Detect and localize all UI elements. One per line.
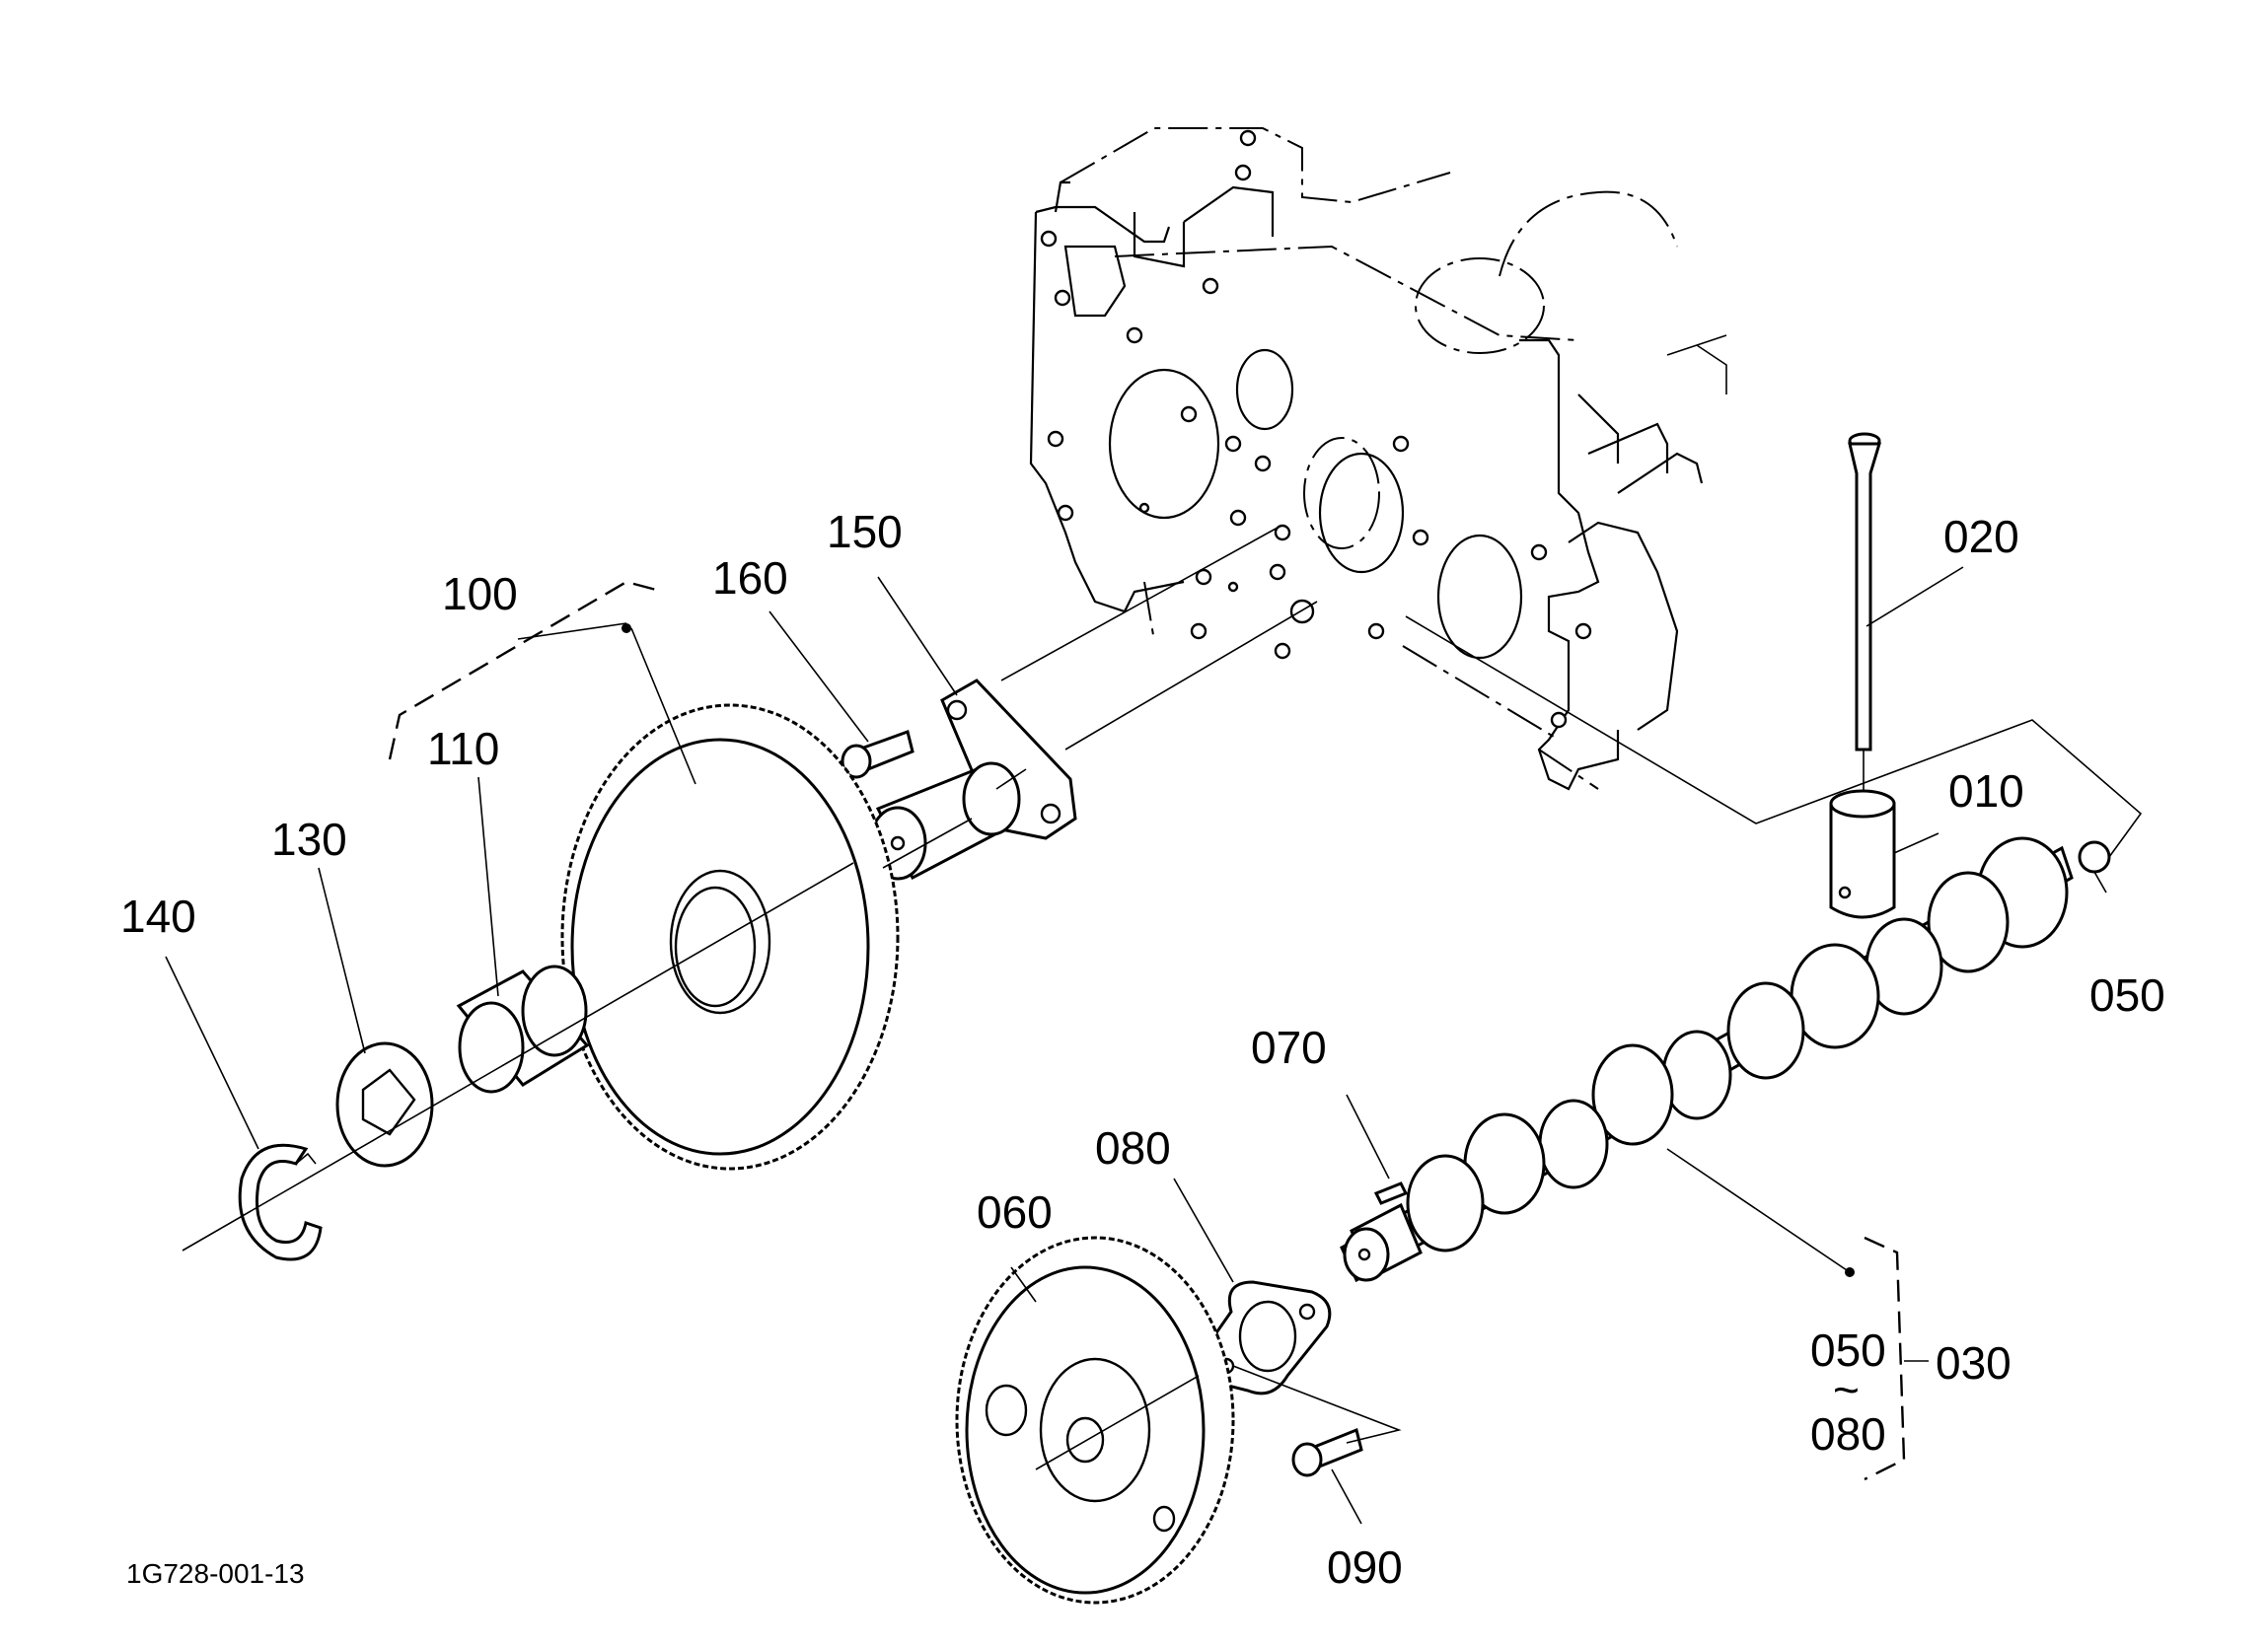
label-010: 010	[1948, 765, 2024, 817]
cam-gear-axis	[1035, 1375, 1200, 1470]
thrust-plate-080	[1196, 1280, 1332, 1396]
cam-gear-060	[955, 1236, 1235, 1605]
push-rod-020	[1848, 432, 1882, 794]
idler-shaft-150	[868, 679, 1077, 881]
leader-lines	[165, 566, 2143, 1525]
idler-axis-mid	[995, 768, 1027, 790]
idler-axis-lower	[1064, 601, 1318, 751]
engine-block	[1029, 127, 1727, 791]
bolt-090	[1291, 1427, 1363, 1477]
idle-gear-assembly-axis	[182, 862, 854, 1252]
bracket-100-group	[388, 580, 657, 760]
idler-axis-upper	[1000, 527, 1279, 681]
feather-key-070	[1373, 1181, 1409, 1205]
idle-gear-100	[560, 703, 900, 1171]
steel-ball-050	[2078, 840, 2111, 874]
label-150: 150	[827, 506, 903, 557]
bracket-030-group	[1864, 1236, 1906, 1481]
snap-ring-140	[238, 1143, 323, 1261]
bolt-090-leader-bracket	[1232, 1365, 1402, 1444]
diagram-code: 1G728-001-13	[126, 1558, 305, 1589]
collar-130	[335, 1041, 434, 1168]
label-060: 060	[977, 1186, 1053, 1238]
label-050-range-start: 050	[1810, 1324, 1886, 1376]
label-160: 160	[712, 552, 788, 604]
bushing-110	[456, 965, 590, 1094]
label-080-range-end: 080	[1810, 1408, 1886, 1460]
block-bolt-holes	[1040, 129, 1592, 729]
label-070: 070	[1251, 1022, 1327, 1073]
label-030: 030	[1936, 1337, 2012, 1389]
label-130: 130	[271, 814, 347, 865]
label-080: 080	[1095, 1122, 1171, 1174]
label-090: 090	[1327, 1541, 1403, 1593]
label-140: 140	[120, 891, 196, 942]
label-020: 020	[1943, 511, 2019, 562]
label-110: 110	[427, 723, 499, 774]
label-050: 050	[2089, 969, 2165, 1021]
tappet-010	[1829, 789, 1896, 919]
label-100: 100	[442, 568, 518, 619]
bolt-160	[841, 730, 915, 779]
range-tilde: ~	[1833, 1364, 1860, 1415]
idle-gear-axis	[882, 818, 973, 869]
camshaft-030	[1340, 836, 2074, 1283]
